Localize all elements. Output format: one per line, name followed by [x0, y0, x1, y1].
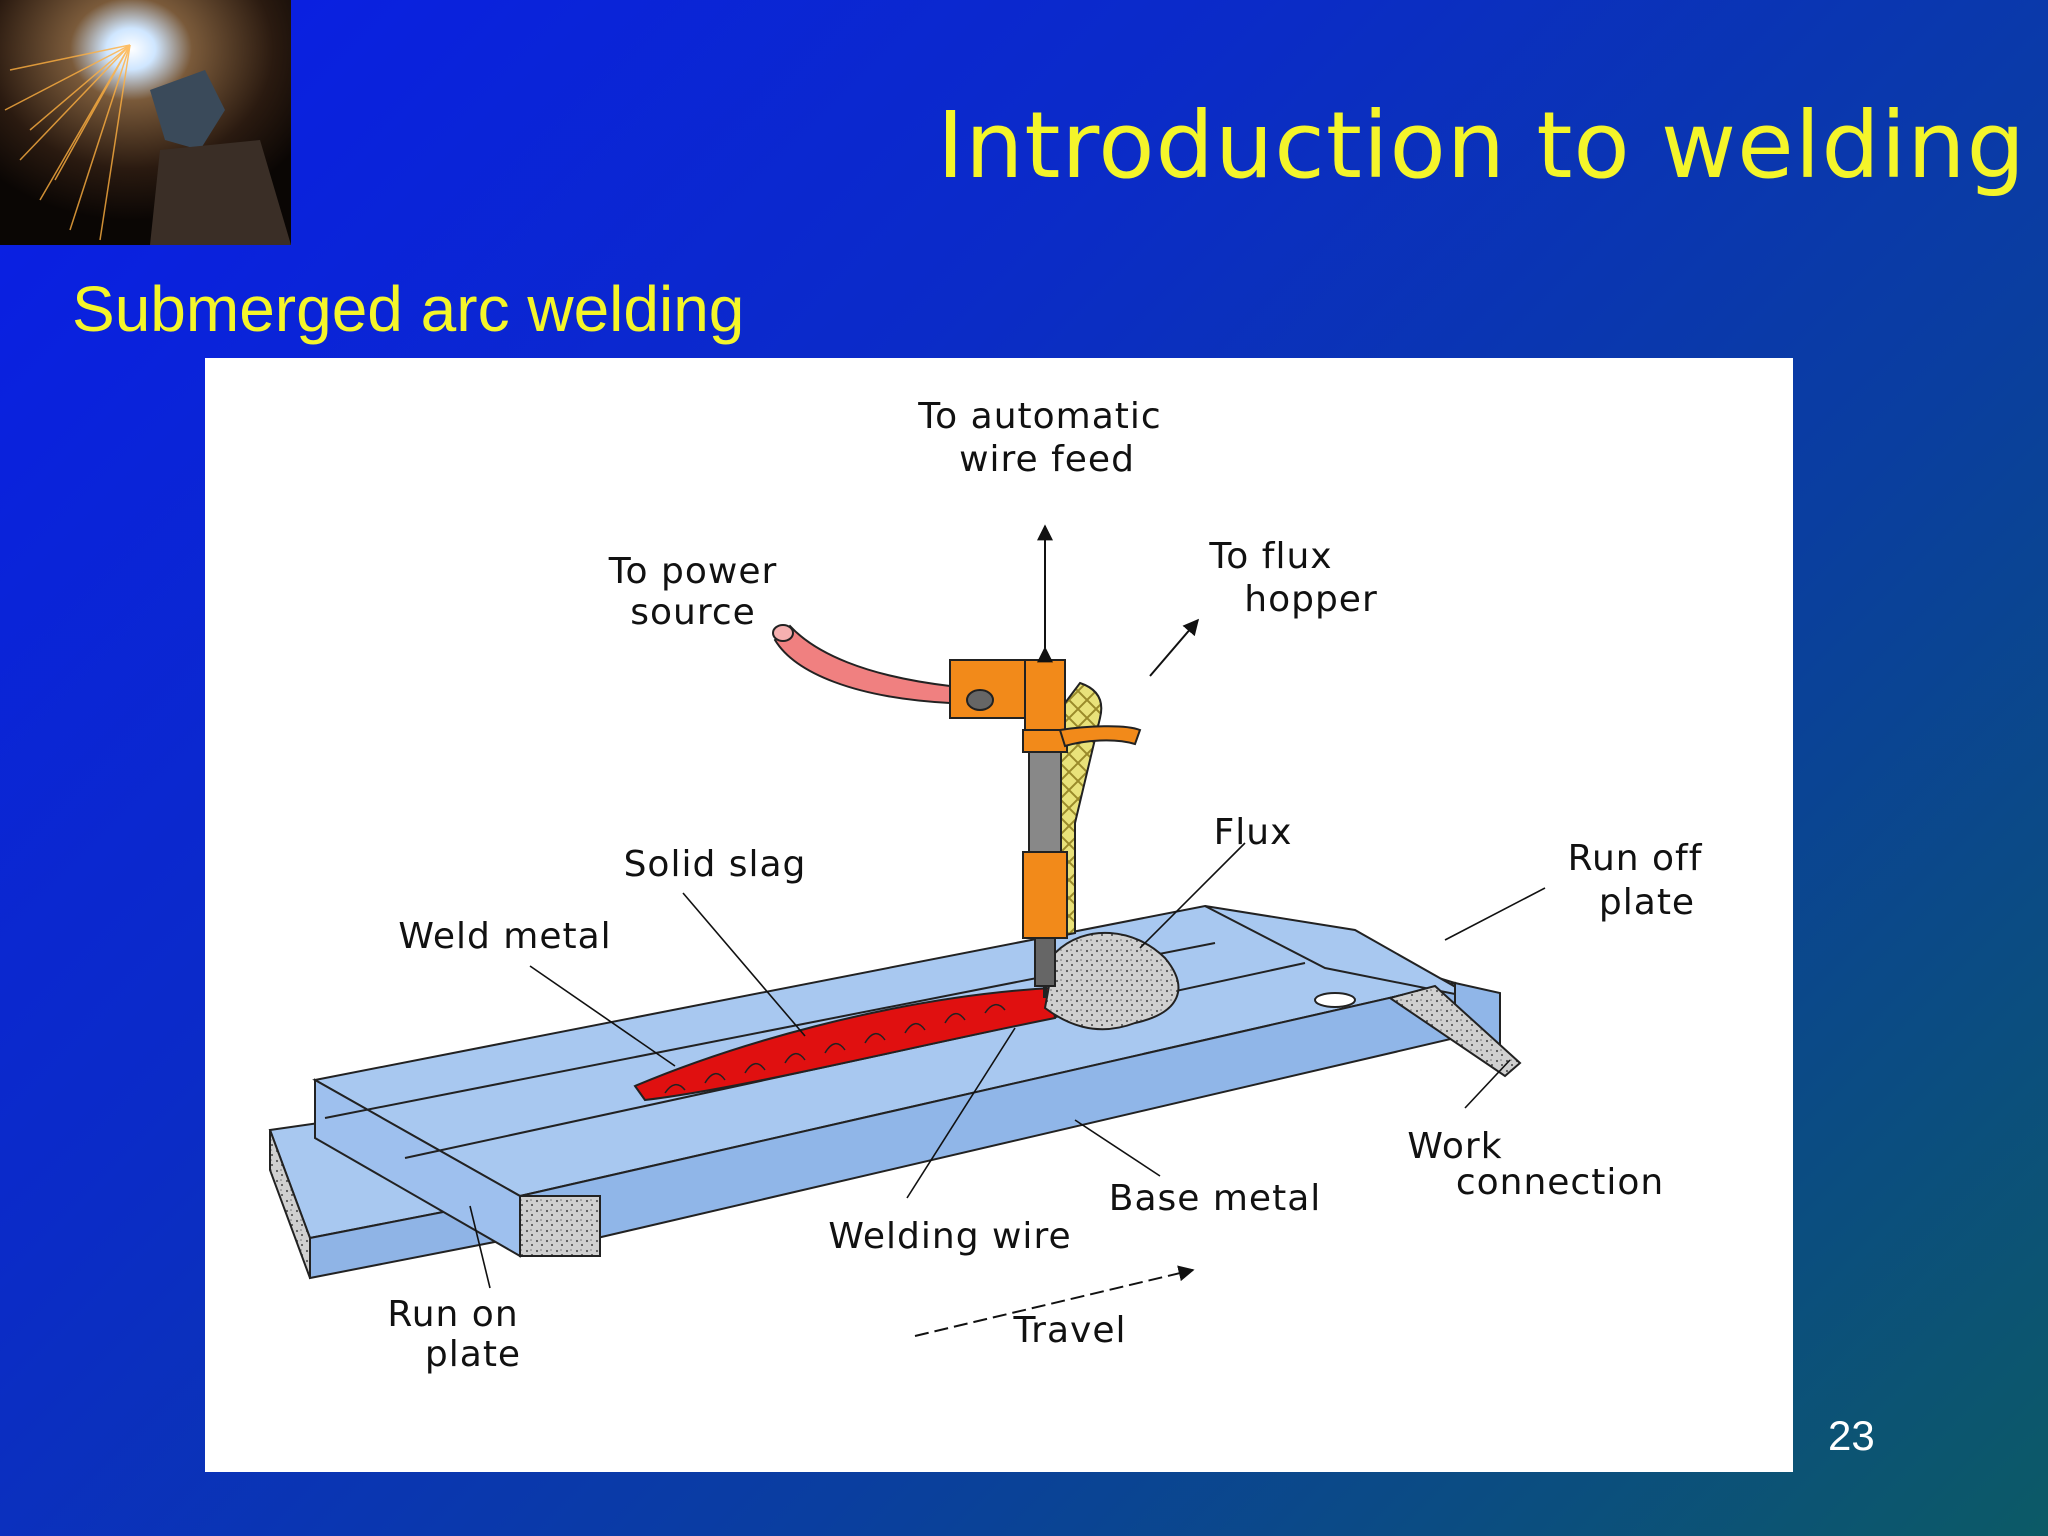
leader-lines: [469, 842, 1546, 1289]
label-flux: Flux: [1214, 812, 1293, 853]
weld-bead: [633, 986, 1057, 1102]
label-solid-slag: Solid slag: [624, 844, 807, 885]
work-connection-clamp: [1314, 984, 1522, 1078]
label-base-metal: Base metal: [1109, 1178, 1322, 1219]
label-travel: Travel: [1012, 1310, 1126, 1351]
diagram-panel: To automatic wire feed To power source T…: [205, 358, 1793, 1472]
saw-diagram: To automatic wire feed To power source T…: [268, 396, 1703, 1375]
power-cable: [773, 624, 951, 705]
label-flux-hopper-2: hopper: [1244, 579, 1378, 620]
label-run-on-1: Run on: [387, 1294, 518, 1335]
flux-hopper-arrow: [1149, 618, 1200, 677]
label-welding-wire: Welding wire: [828, 1216, 1071, 1257]
label-weld-metal: Weld metal: [398, 916, 611, 957]
welder-photo: [0, 0, 291, 245]
label-power-2: source: [630, 592, 756, 633]
slide-subtitle: Submerged arc welding: [72, 273, 745, 345]
slide-number: 23: [1828, 1412, 1875, 1459]
label-power-1: To power: [608, 551, 778, 592]
label-run-off-2: plate: [1599, 882, 1695, 923]
label-flux-hopper-1: To flux: [1208, 536, 1332, 577]
label-wire-feed-1: To automatic: [917, 396, 1161, 437]
flux-pile: [1043, 932, 1180, 1031]
label-work-1: Work: [1407, 1126, 1502, 1167]
label-run-on-2: plate: [425, 1334, 521, 1375]
travel-arrow: [914, 1265, 1195, 1337]
label-run-off-1: Run off: [1568, 838, 1703, 879]
welding-torch: [949, 659, 1142, 998]
slide-title: Introduction to welding: [936, 92, 2026, 199]
label-work-2: connection: [1456, 1162, 1664, 1203]
label-wire-feed-2: wire feed: [959, 439, 1135, 480]
